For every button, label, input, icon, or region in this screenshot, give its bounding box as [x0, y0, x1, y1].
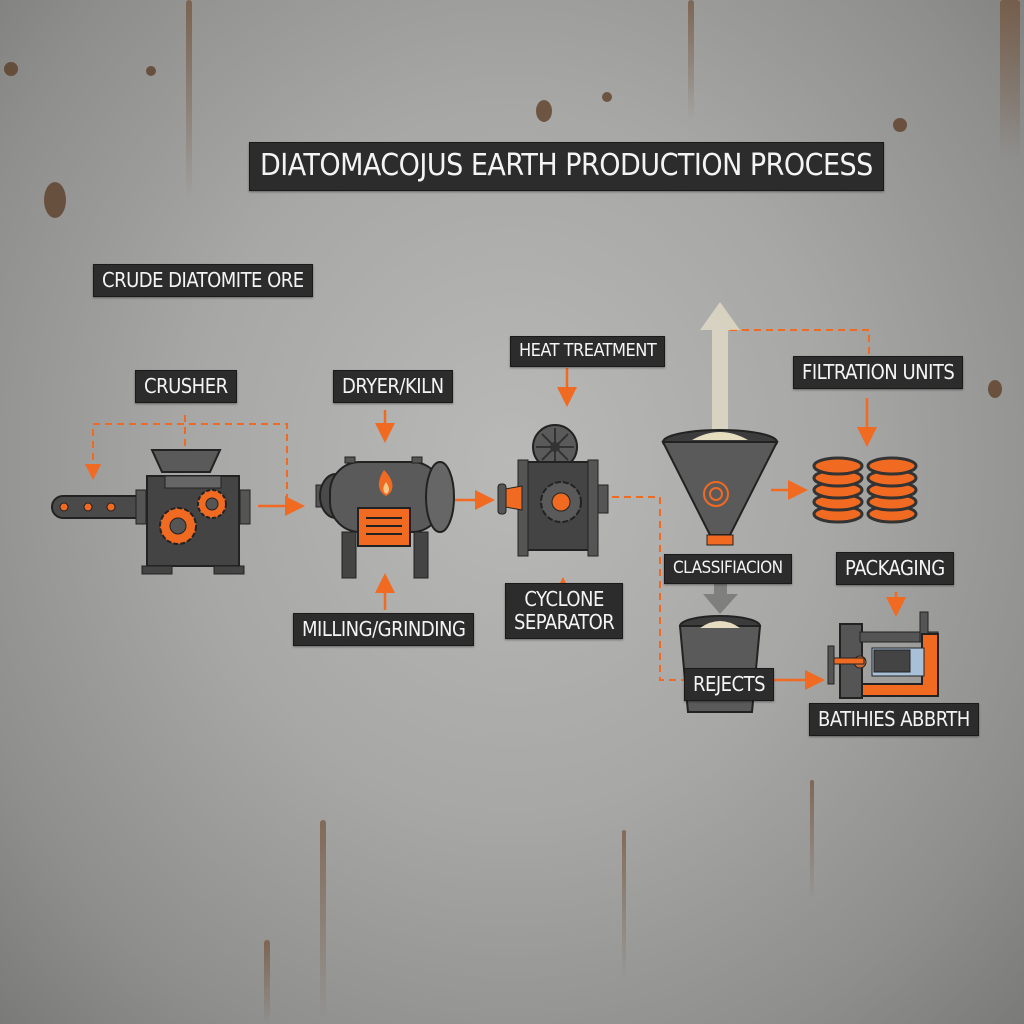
dashed-connectors	[92, 329, 870, 681]
rust-stain	[4, 62, 18, 76]
output-label: BATIHIES ABBRTH	[809, 703, 979, 736]
rust-stain	[602, 92, 612, 102]
heat-treatment-label: HEAT TREATMENT	[510, 336, 666, 367]
classification-label: CLASSIFIACION	[664, 554, 792, 584]
input-label: CRUDE DIATOMITE ORE	[93, 264, 313, 297]
cyclone-label-line1: CYCLONE	[524, 587, 604, 611]
rust-stain	[536, 100, 552, 122]
dryer-kiln-icon	[315, 456, 455, 579]
rust-streak	[622, 830, 626, 980]
rust-streak	[810, 780, 814, 900]
filtration-units-label: FILTRATION UNITS	[793, 356, 964, 389]
up-arrow-icon	[700, 302, 740, 430]
crusher-machine-icon	[51, 449, 251, 575]
filtration-units-icon	[812, 456, 918, 524]
packaging-label: PACKAGING	[836, 552, 954, 585]
cyclone-separator-label: CYCLONE SEPARATOR	[505, 583, 624, 639]
milling-grinding-label: MILLING/GRINDING	[293, 613, 475, 646]
rust-stain	[44, 182, 66, 218]
rust-stain	[146, 66, 156, 76]
rust-streak	[264, 940, 270, 1024]
rust-streak	[688, 0, 694, 120]
packaging-press-icon	[827, 611, 939, 699]
heat-treatment-machine-icon	[497, 424, 609, 557]
rust-stain	[988, 380, 1002, 398]
rust-streak	[1000, 0, 1020, 160]
dryer-kiln-label: DRYER/KILN	[333, 370, 453, 403]
rust-streak	[320, 820, 326, 1020]
rust-stain	[893, 118, 907, 132]
cyclone-label-line2: SEPARATOR	[514, 610, 615, 634]
classification-funnel-icon	[661, 429, 779, 614]
rust-streak	[186, 0, 192, 200]
rejects-label: REJECTS	[684, 668, 775, 701]
crusher-label: CRUSHER	[135, 370, 237, 403]
page-title: DIATOMACOJUS EARTH PRODUCTION PROCESS	[249, 142, 884, 191]
